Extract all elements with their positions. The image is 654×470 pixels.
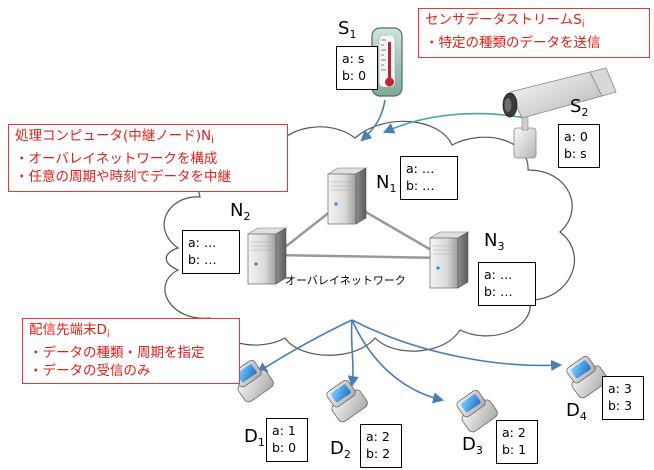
- value-b: b: 1: [502, 442, 527, 457]
- value-a: a: 0: [564, 129, 588, 144]
- node-label-n2: N2: [230, 200, 250, 223]
- node-values-n1: a: … b: …: [400, 156, 458, 200]
- value-b: b: …: [406, 178, 435, 193]
- value-a: a: 1: [272, 423, 296, 438]
- value-b: b: 0: [272, 440, 297, 455]
- value-a: a: 2: [366, 429, 390, 444]
- terminal-values-d2: a: 2 b: 2: [360, 424, 402, 468]
- node-sub: 3: [497, 240, 505, 253]
- terminal-name: D: [566, 400, 580, 421]
- node-values-n3: a: … b: …: [478, 262, 536, 306]
- node-name: N: [376, 172, 390, 193]
- terminal-label-d4: D4: [566, 400, 587, 423]
- sensor-callout-var: S: [573, 12, 582, 28]
- value-a: a: …: [188, 235, 217, 250]
- destination-callout-var: D: [96, 322, 107, 338]
- sensor-sub: 1: [349, 28, 357, 41]
- terminal-name: D: [330, 438, 344, 459]
- processor-callout-var: N: [201, 128, 212, 144]
- server-icon: [326, 167, 368, 225]
- terminal-label-d1: D1: [244, 426, 265, 449]
- value-b: b: 3: [608, 398, 633, 413]
- sensor-callout-sub: i: [581, 19, 585, 30]
- sensor-values-s1: a: s b: 0: [336, 46, 378, 90]
- node-values-n2: a: … b: …: [182, 230, 240, 274]
- node-label-n3: N3: [484, 230, 504, 253]
- arrow-s1: [360, 99, 386, 142]
- server-icon: [246, 227, 288, 285]
- sensor-name: S: [570, 96, 582, 117]
- value-b: b: s: [564, 146, 587, 161]
- phone-icon: [326, 379, 368, 423]
- value-b: b: 2: [366, 446, 391, 461]
- destination-callout-line3: ・データの受信のみ: [29, 363, 151, 379]
- destination-callout: 配信先端末Di ・データの種類・周期を指定 ・データの受信のみ: [22, 318, 240, 384]
- sensor-name: S: [338, 18, 350, 39]
- terminal-sub: 1: [257, 436, 265, 449]
- sensor-callout-line2: ・特定の種類のデータを送信: [425, 35, 601, 51]
- node-name: N: [230, 200, 244, 221]
- delivery-arrows: [256, 319, 563, 404]
- value-a: a: s: [342, 51, 365, 66]
- terminal-label-d2: D2: [330, 438, 351, 461]
- node-label-n1: N1: [376, 172, 396, 195]
- destination-callout-title: 配信先端末: [29, 322, 97, 338]
- sensor-label-s2: S2: [570, 96, 588, 119]
- sensor-values-s2: a: 0 b: s: [558, 124, 600, 168]
- value-a: a: 3: [608, 381, 632, 396]
- processor-callout-line2: ・オーバレイネットワークを構成: [15, 151, 218, 167]
- value-a: a: 2: [502, 425, 526, 440]
- network-label: オーバレイネットワーク: [285, 274, 406, 287]
- terminal-name: D: [462, 434, 476, 455]
- terminal-values-d1: a: 1 b: 0: [266, 418, 308, 462]
- sensor-callout-title: センサデータストリーム: [425, 12, 574, 28]
- destination-callout-sub: i: [106, 329, 110, 340]
- terminal-values-d3: a: 2 b: 1: [496, 420, 538, 464]
- sensor-label-s1: S1: [338, 18, 356, 41]
- terminal-sub: 3: [475, 444, 483, 457]
- node-sub: 1: [389, 182, 397, 195]
- processor-callout: 処理コンピュータ(中継ノード)Ni ・オーバレイネットワークを構成 ・任意の周期…: [8, 124, 288, 192]
- value-a: a: …: [406, 161, 435, 176]
- sensor-sub: 2: [581, 106, 589, 119]
- destination-callout-line2: ・データの種類・周期を指定: [29, 345, 205, 361]
- value-b: b: …: [484, 284, 513, 299]
- processor-callout-sub: i: [211, 135, 214, 146]
- processor-callout-title: 処理コンピュータ(中継ノード): [15, 128, 202, 144]
- processor-callout-line3: ・任意の周期や時刻でデータを中継: [15, 169, 231, 185]
- terminal-sub: 2: [343, 448, 351, 461]
- phone-icon: [566, 355, 608, 399]
- terminal-values-d4: a: 3 b: 3: [602, 376, 644, 420]
- sensor-callout: センサデータストリームSi ・特定の種類のデータを送信: [418, 8, 650, 58]
- value-a: a: …: [484, 267, 513, 282]
- camera-icon: [502, 67, 617, 159]
- phone-icon: [456, 389, 498, 433]
- value-b: b: …: [188, 252, 217, 267]
- terminal-name: D: [244, 426, 258, 447]
- terminal-sub: 4: [579, 410, 587, 423]
- node-sub: 2: [243, 210, 251, 223]
- node-name: N: [484, 230, 498, 251]
- terminal-label-d3: D3: [462, 434, 483, 457]
- server-icon: [428, 231, 470, 289]
- value-b: b: 0: [342, 68, 367, 83]
